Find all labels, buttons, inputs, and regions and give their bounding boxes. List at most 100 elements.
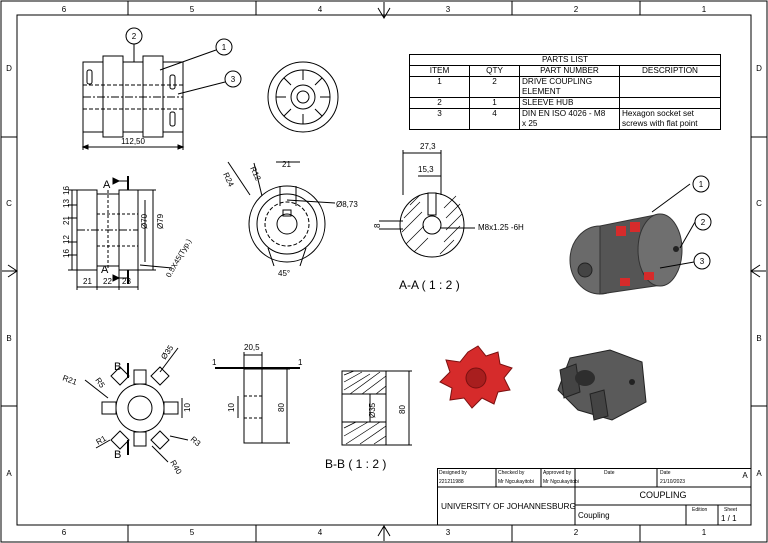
zone-bottom-1: 1	[702, 528, 707, 537]
balloon-iso-1: 1	[699, 180, 704, 189]
row1-item: 1	[409, 76, 470, 98]
section-a-bottom: A	[101, 264, 109, 276]
iso-assembly-view	[569, 175, 712, 295]
dim-1-left: 1	[212, 358, 217, 367]
zone-top-6: 6	[62, 5, 67, 14]
dim-overall-length: 112,50	[121, 137, 145, 146]
checked-by: Mr Ngcukayitobi	[498, 479, 534, 485]
row3-desc-l1: Hexagon socket set	[622, 109, 694, 118]
balloon-group-view1	[125, 27, 242, 95]
dim-len-23: 23	[122, 277, 131, 286]
row2-part: SLEEVE HUB	[519, 97, 620, 109]
dim-d35-bb: Ø35	[368, 402, 377, 418]
zone-left-c: C	[6, 199, 12, 208]
dim-d70: Ø70	[140, 213, 149, 229]
col-description: DESCRIPTION	[619, 65, 721, 77]
table-row: 2 1 SLEEVE HUB	[409, 97, 721, 109]
section-aa-view	[379, 150, 475, 258]
dim-8: 8	[373, 223, 382, 228]
zone-bottom-3: 3	[446, 528, 451, 537]
date-value: 21/10/2023	[660, 479, 686, 485]
dim-16a: 16	[62, 186, 71, 195]
dim-12: 12	[62, 235, 71, 244]
zone-bottom-6: 6	[62, 528, 67, 537]
zone-right-b: B	[756, 334, 761, 343]
dim-angle: 45°	[278, 269, 290, 278]
dim-1-right: 1	[298, 358, 303, 367]
zone-left-b: B	[6, 334, 11, 343]
center-mark-right	[750, 264, 766, 278]
dim-r1: R1	[95, 434, 109, 447]
dim-80-side: 80	[277, 403, 286, 412]
dim-r12: R12	[248, 165, 263, 183]
dim-w21: 21	[282, 160, 291, 169]
dim-len-22: 22	[103, 277, 112, 286]
balloon-3: 3	[231, 75, 236, 84]
row3-part-l2: x 25	[522, 119, 538, 128]
dim-thread: M8x1.25 -6H	[478, 223, 524, 232]
university-name: UNIVERSITY OF JOHANNESBURG	[441, 501, 576, 511]
element-side-view	[215, 352, 300, 444]
dim-r40: R40	[168, 459, 183, 477]
dim-r3: R3	[189, 435, 203, 449]
col-item: ITEM	[409, 65, 470, 77]
balloon-iso-3: 3	[700, 257, 705, 266]
label-bb: B-B ( 1 : 2 )	[325, 457, 386, 471]
row3-item: 3	[409, 108, 470, 130]
col-qty: QTY	[469, 65, 520, 77]
zone-bottom-4: 4	[318, 528, 323, 537]
assembly-side-view	[81, 55, 185, 150]
balloon-1: 1	[222, 43, 227, 52]
dim-r21: R21	[61, 373, 78, 387]
sheet-label: Sheet	[724, 507, 738, 513]
approved-by: Mr Ngcukayitobi	[543, 479, 579, 485]
label-aa: A-A ( 1 : 2 )	[399, 278, 460, 292]
hub-iso-view	[557, 349, 647, 421]
dim-80-bb: 80	[398, 405, 407, 414]
center-mark-top	[377, 2, 391, 19]
parts-list-table: PARTS LIST ITEM QTY PART NUMBER DESCRIPT…	[409, 54, 721, 130]
title-block	[437, 468, 751, 525]
section-aa-dims: 27,3 15,3 8 M8x1.25 -6H	[373, 142, 524, 232]
hub-side-view	[68, 176, 173, 290]
section-bb-dims: Ø35 80	[368, 402, 407, 418]
sheet-number: 1 / 1	[721, 514, 737, 523]
dim-10-side: 10	[227, 403, 236, 412]
row2-qty: 1	[469, 97, 520, 109]
dim-len-21: 21	[83, 277, 92, 286]
dim-27: 27,3	[420, 142, 436, 151]
parts-list-title: PARTS LIST	[409, 54, 721, 66]
dim-20-5: 20,5	[244, 343, 260, 352]
zone-left-d: D	[6, 64, 12, 73]
zone-top-5: 5	[190, 5, 195, 14]
zone-top-4: 4	[318, 5, 323, 14]
dim-hole: Ø8,73	[336, 200, 358, 209]
row1-qty: 2	[469, 76, 520, 98]
zone-top-1: 1	[702, 5, 707, 14]
dim-13: 13	[62, 199, 71, 208]
element-side-dims: 20,5 1 1 10 80	[212, 343, 303, 412]
dim-16b: 16	[62, 249, 71, 258]
edition-label: Edition	[692, 507, 708, 513]
row1-part-l1: DRIVE COUPLING	[522, 77, 593, 86]
drawing-title: COUPLING	[639, 490, 687, 500]
dim-10-element: 10	[183, 403, 192, 412]
designed-by: 221211988	[439, 479, 464, 485]
zone-top-3: 3	[446, 5, 451, 14]
checked-by-label: Checked by	[498, 470, 525, 476]
row3-desc-l2: screws with flat point	[622, 119, 698, 128]
dim-r35: Ø35	[159, 343, 175, 361]
section-b-bottom: B	[114, 449, 121, 461]
zone-right-c: C	[756, 199, 762, 208]
date-label-2: Date	[660, 470, 671, 476]
hub-end-view	[227, 161, 336, 267]
row3-qty: 4	[469, 108, 520, 130]
dim-r24: R24	[221, 171, 236, 189]
zone-labels: 6 5 4 3 2 1 6 5 4 3 2 1 D C B A D C B A	[6, 5, 762, 537]
zone-left-a: A	[6, 469, 12, 478]
